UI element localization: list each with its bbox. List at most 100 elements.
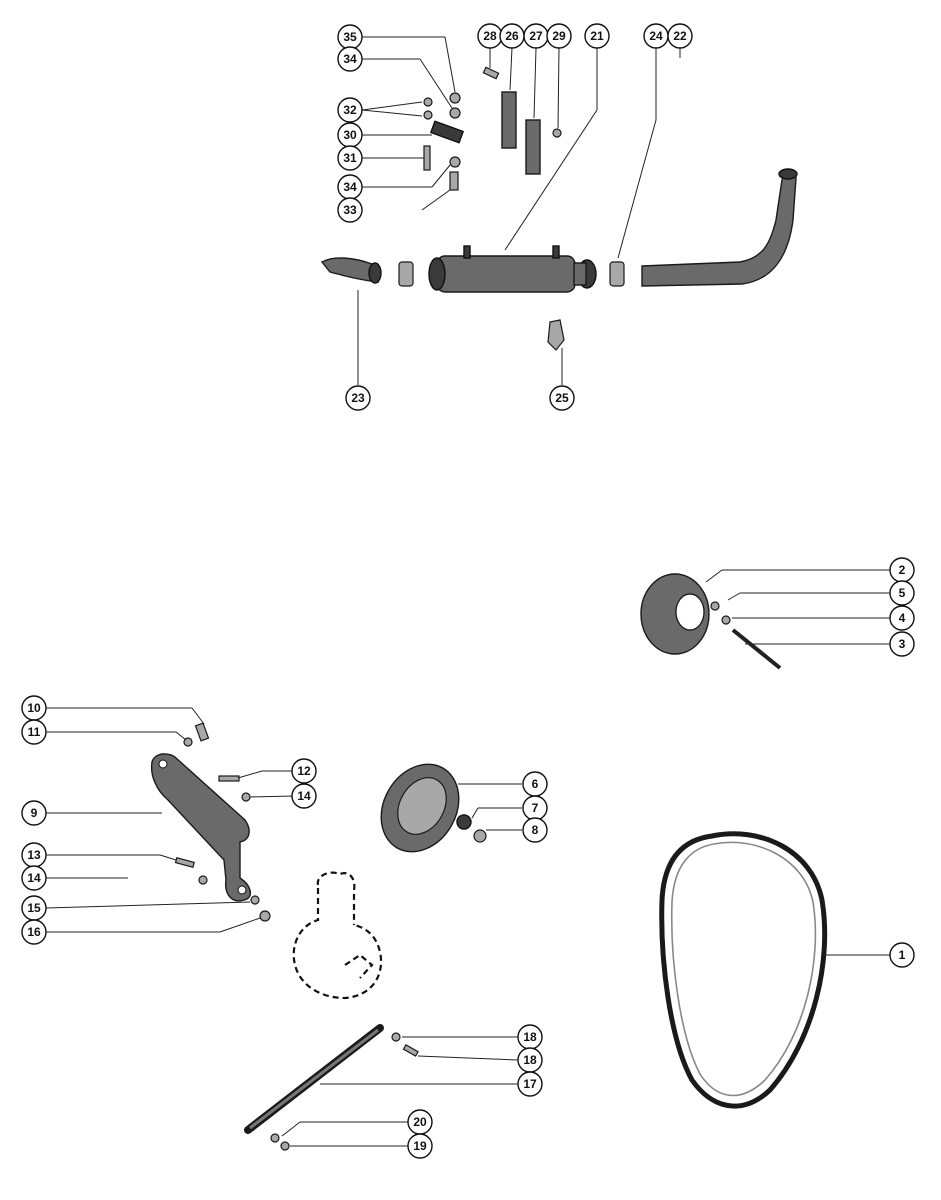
svg-text:14: 14 — [27, 871, 41, 885]
callout-3: 3 — [889, 631, 915, 657]
svg-text:28: 28 — [483, 29, 497, 43]
part-1-belt-inner — [670, 841, 817, 1097]
svg-text:21: 21 — [590, 29, 604, 43]
callout-23: 23 — [345, 385, 371, 411]
svg-text:16: 16 — [27, 925, 41, 939]
part-14-nut-upper — [241, 792, 251, 802]
part-14-nut-lower — [198, 875, 208, 885]
callout-19: 19 — [407, 1133, 433, 1159]
part-13-screw — [174, 857, 195, 868]
svg-text:20: 20 — [413, 1115, 427, 1129]
callout-1: 1 — [889, 942, 915, 968]
callout-34-upper: 34 — [337, 46, 363, 72]
part-7-nut — [456, 814, 472, 830]
callout-4: 4 — [889, 605, 915, 631]
rod-group — [244, 1024, 519, 1151]
svg-text:19: 19 — [413, 1139, 427, 1153]
callout-26: 26 — [499, 23, 525, 49]
svg-text:7: 7 — [532, 801, 539, 815]
svg-text:14: 14 — [297, 789, 311, 803]
upper-leaders — [357, 36, 681, 385]
pulley-group-right — [640, 569, 890, 670]
pump-detail-outline — [344, 953, 374, 979]
svg-text:3: 3 — [899, 637, 906, 651]
svg-text:11: 11 — [28, 725, 41, 739]
svg-text:9: 9 — [31, 806, 38, 820]
callout-5: 5 — [889, 580, 915, 606]
part-28-screw — [482, 66, 500, 80]
part-24-clamp — [609, 261, 625, 287]
part-27-bracket — [525, 119, 541, 175]
svg-text:12: 12 — [297, 764, 311, 778]
part-6-pulley-face — [397, 777, 447, 835]
part-20-washer — [270, 1133, 280, 1143]
part-22-pipe — [641, 170, 797, 287]
svg-text:1: 1 — [899, 948, 906, 962]
svg-text:8: 8 — [532, 823, 539, 837]
part-3-shaft — [731, 628, 782, 670]
callout-20: 20 — [407, 1109, 433, 1135]
callout-11: 11 — [21, 719, 47, 745]
svg-text:30: 30 — [343, 128, 357, 142]
svg-text:23: 23 — [351, 391, 365, 405]
part-31-pin — [423, 145, 431, 171]
part-21-exchanger-neck — [573, 262, 587, 286]
svg-text:33: 33 — [343, 203, 357, 217]
callout-29: 29 — [546, 23, 572, 49]
bracket-group — [45, 707, 297, 933]
callout-21: 21 — [584, 23, 610, 49]
part-9-hole-top — [158, 759, 168, 769]
part-33-bolt — [449, 171, 459, 191]
callout-15: 15 — [21, 895, 47, 921]
svg-text:6: 6 — [532, 777, 539, 791]
callout-18-lower: 18 — [517, 1047, 543, 1073]
part-12-screw — [218, 775, 240, 782]
callout-7: 7 — [522, 795, 548, 821]
part-30-plate — [429, 120, 465, 144]
callout-32: 32 — [337, 97, 363, 123]
svg-text:26: 26 — [505, 29, 519, 43]
pump-body-outline — [292, 888, 383, 1000]
upper-assembly — [320, 36, 798, 385]
part-17-rod-highlight — [249, 1028, 379, 1130]
callout-28: 28 — [477, 23, 503, 49]
svg-text:35: 35 — [343, 30, 357, 44]
callout-24: 24 — [643, 23, 669, 49]
callout-16: 16 — [21, 919, 47, 945]
callout-17: 17 — [517, 1071, 543, 1097]
callout-34-lower: 34 — [337, 174, 363, 200]
callout-18-upper: 18 — [517, 1024, 543, 1050]
part-21-exchanger-end-left — [428, 257, 446, 291]
svg-text:22: 22 — [673, 29, 687, 43]
callout-2: 2 — [889, 557, 915, 583]
svg-text:25: 25 — [555, 391, 569, 405]
part-18-pin — [402, 1043, 419, 1057]
svg-text:18: 18 — [523, 1030, 537, 1044]
svg-text:29: 29 — [552, 29, 566, 43]
svg-text:10: 10 — [27, 701, 41, 715]
svg-text:17: 17 — [523, 1077, 537, 1091]
part-8-nut — [473, 829, 487, 843]
svg-text:15: 15 — [27, 901, 41, 915]
callout-35: 35 — [337, 24, 363, 50]
callout-14-upper: 14 — [291, 783, 317, 809]
part-19-nut — [280, 1141, 290, 1151]
part-16-nut — [259, 910, 271, 922]
part-23-hose-end — [368, 262, 382, 284]
part-26-bracket — [501, 91, 517, 149]
svg-text:34: 34 — [343, 52, 357, 66]
part-21-exchanger-body — [436, 255, 576, 293]
svg-text:5: 5 — [899, 586, 906, 600]
part-32-nut-a — [423, 97, 433, 107]
callout-8: 8 — [522, 817, 548, 843]
callout-9: 9 — [21, 800, 47, 826]
svg-text:31: 31 — [343, 151, 357, 165]
part-21-boss-right — [552, 245, 560, 259]
part-32-nut-b — [423, 110, 433, 120]
callout-33: 33 — [337, 197, 363, 223]
callout-10: 10 — [21, 695, 47, 721]
callout-25: 25 — [549, 385, 575, 411]
callout-22: 22 — [667, 23, 693, 49]
callouts: 35 34 32 30 31 34 33 28 26 27 29 21 24 2… — [21, 23, 915, 1159]
